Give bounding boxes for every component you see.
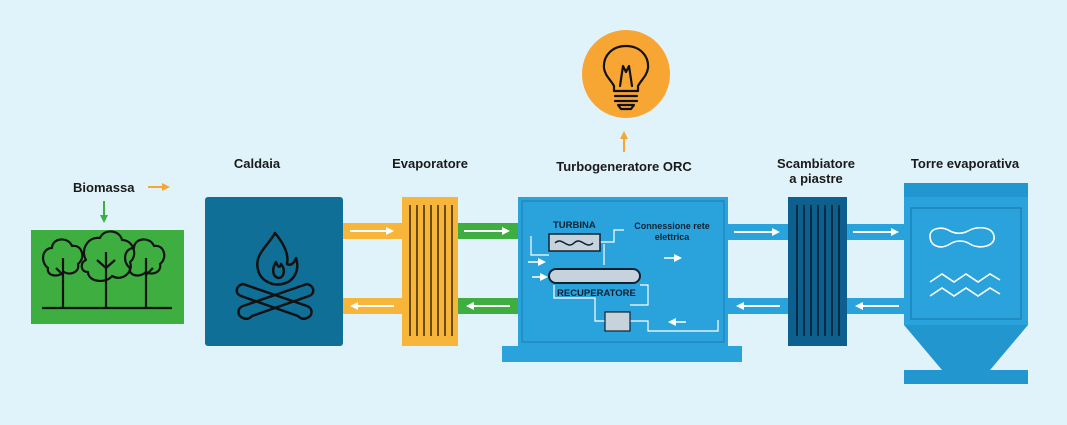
plate-exchanger-label-line2: a piastre — [789, 171, 843, 186]
plate-exchanger-label-line1: Scambiatore — [776, 156, 856, 171]
evaporator-label: Evaporatore — [392, 156, 468, 171]
boiler-label: Caldaia — [233, 156, 281, 171]
tower-hopper — [904, 325, 1028, 370]
orc-base — [502, 346, 742, 362]
grid-connection-line2: elettrica — [654, 232, 690, 242]
recuperator-label: RECUPERATORE — [557, 288, 636, 299]
grid-connection-line1: Connessione rete — [634, 221, 710, 231]
orc-label: Turbogeneratore ORC — [556, 159, 692, 174]
flame-icon — [235, 231, 315, 321]
lightbulb-circle — [582, 30, 670, 118]
turbine-wave — [554, 240, 594, 246]
evaporator-plates — [409, 205, 453, 336]
exchanger-plates — [796, 205, 840, 336]
grid-connection-label: Connessione rete elettrica — [634, 221, 710, 243]
lightbulb-icon — [602, 44, 650, 111]
biomass-label: Biomassa — [73, 180, 135, 195]
tower-inner-frame — [910, 207, 1022, 320]
orc-inner-frame — [521, 200, 725, 343]
cloud-icon — [929, 226, 995, 248]
pump-icon — [604, 311, 631, 332]
tower-base — [904, 370, 1028, 384]
tower-body — [904, 197, 1028, 325]
tower-top-cap — [904, 183, 1028, 197]
recuperator-icon — [548, 268, 641, 284]
tower-label: Torre evaporativa — [910, 156, 1020, 171]
evaporator-box — [402, 197, 458, 346]
water-wave-icon — [929, 273, 1001, 297]
orc-internal-piping — [530, 229, 719, 332]
turbine-label: TURBINA — [553, 220, 596, 231]
plate-exchanger-label: Scambiatore a piastre — [777, 156, 855, 186]
trees-icon — [42, 230, 172, 310]
